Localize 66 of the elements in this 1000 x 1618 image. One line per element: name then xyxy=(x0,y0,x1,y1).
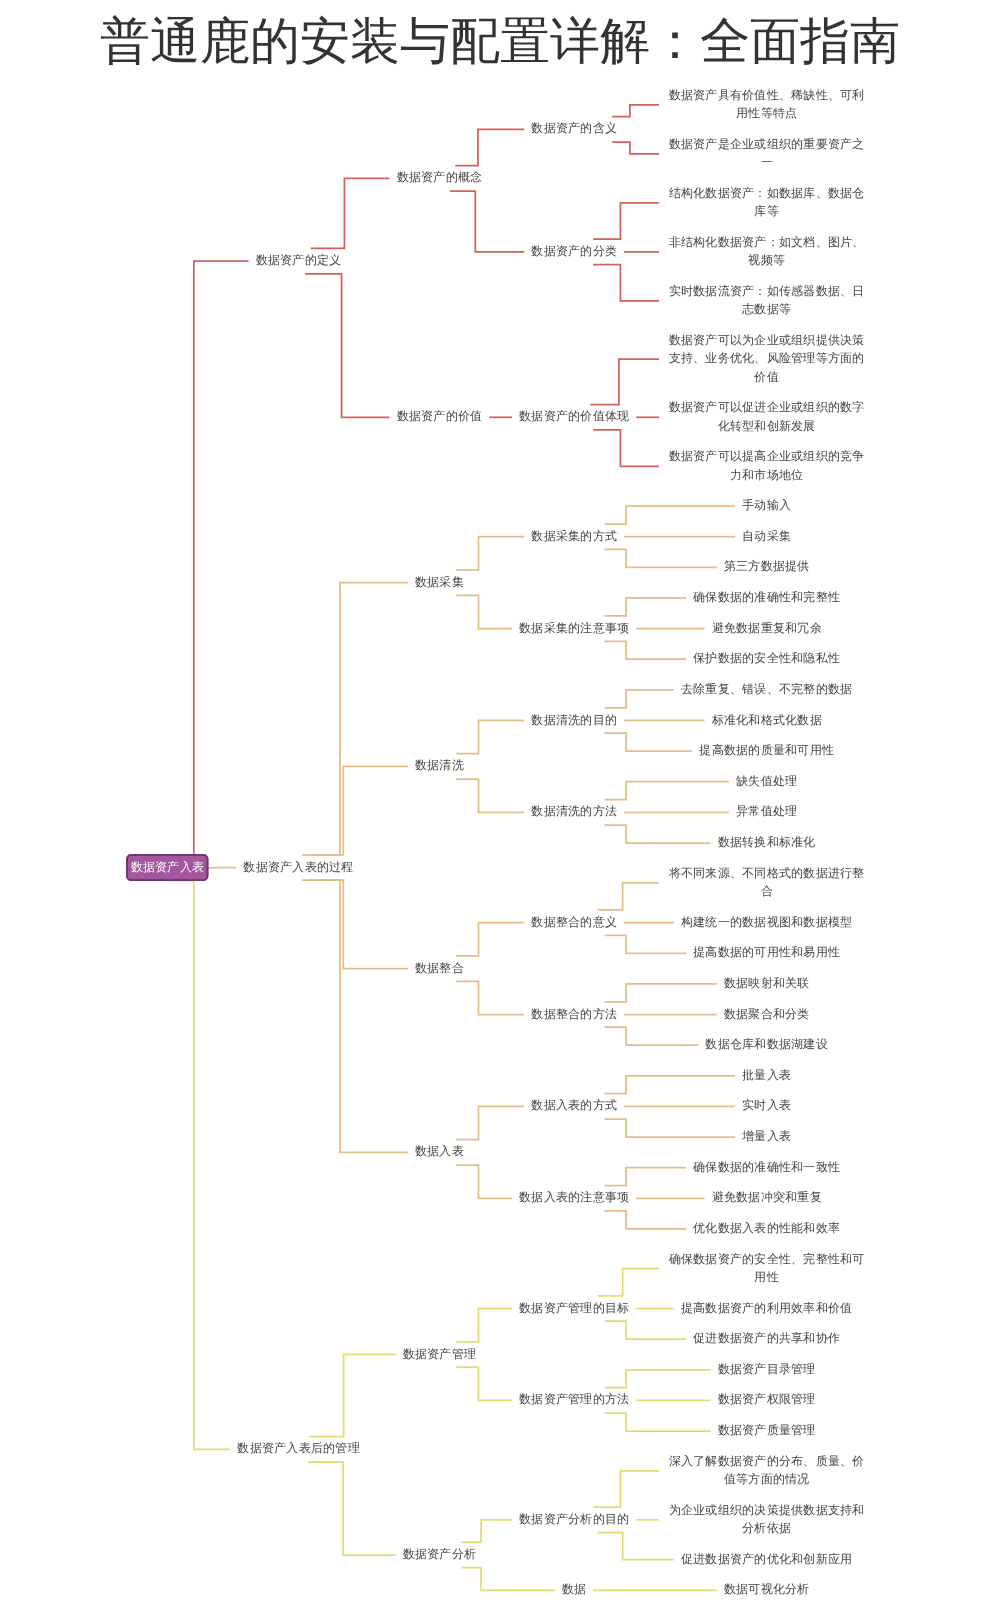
connector xyxy=(603,983,717,1003)
connector xyxy=(603,640,687,661)
connector xyxy=(454,594,513,630)
connector xyxy=(603,689,675,709)
connector xyxy=(622,1013,717,1016)
connector xyxy=(596,881,660,911)
connector xyxy=(603,780,730,801)
connector xyxy=(603,1118,736,1138)
connector xyxy=(603,934,687,955)
connector xyxy=(454,921,525,957)
connector xyxy=(603,1166,687,1187)
connector xyxy=(622,251,660,253)
connector xyxy=(453,128,525,167)
connector xyxy=(306,1461,396,1556)
connector xyxy=(603,1074,736,1095)
connector xyxy=(603,548,717,569)
connector xyxy=(487,416,513,419)
connector xyxy=(454,1307,513,1343)
connector xyxy=(603,1320,687,1341)
connector xyxy=(610,104,660,118)
connector xyxy=(588,358,660,406)
connector xyxy=(610,141,660,155)
connector xyxy=(303,272,390,419)
connector xyxy=(448,190,525,253)
connector xyxy=(603,505,736,525)
connector xyxy=(622,535,736,538)
connector xyxy=(603,1368,711,1389)
title: 普通鹿的安装与配置详解：全面指南 xyxy=(98,10,902,74)
connector xyxy=(459,1566,556,1592)
connector xyxy=(634,627,705,630)
connector xyxy=(309,177,390,250)
connector xyxy=(591,429,660,468)
connector xyxy=(300,879,409,1154)
connector xyxy=(307,1353,396,1438)
connector xyxy=(454,1164,513,1200)
connector xyxy=(591,202,660,241)
connector xyxy=(596,1531,675,1561)
connector xyxy=(622,1105,736,1108)
connector xyxy=(622,719,705,722)
connector xyxy=(603,824,711,844)
connector xyxy=(306,765,409,856)
connector xyxy=(634,1197,705,1200)
connector xyxy=(634,416,660,419)
connector xyxy=(300,581,409,856)
connector xyxy=(603,597,687,617)
connector xyxy=(454,980,525,1016)
connector xyxy=(603,732,693,752)
connector xyxy=(603,1412,711,1432)
connector xyxy=(591,1469,660,1509)
connector xyxy=(622,811,730,814)
connector xyxy=(591,263,660,302)
connector xyxy=(459,1518,513,1544)
connector xyxy=(603,1026,699,1046)
connector xyxy=(596,1267,660,1297)
connector xyxy=(603,1210,687,1230)
connector xyxy=(634,1399,711,1402)
connector xyxy=(634,1518,660,1521)
connector xyxy=(454,535,525,571)
connector xyxy=(454,778,525,814)
connector xyxy=(454,719,525,755)
connector xyxy=(454,1105,525,1141)
connector xyxy=(206,866,237,869)
connector xyxy=(622,921,675,924)
connector xyxy=(591,1589,717,1592)
connector xyxy=(454,1366,513,1402)
connector xyxy=(634,1307,675,1310)
